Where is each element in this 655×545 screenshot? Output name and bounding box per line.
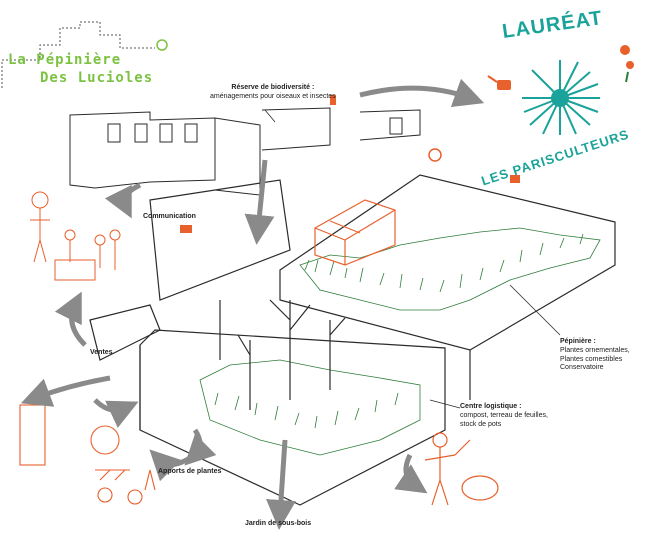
accent-flags [180,95,520,233]
label-logistique-title: Centre logistique : [460,403,522,410]
label-communication: Communication [143,213,196,222]
logo-line-1: La Pépinière [8,52,122,68]
pariculteurs-badge-emblem [522,60,600,135]
logo-house-outline [1,21,155,88]
logo-dot [156,39,168,51]
label-jardin-title: Jardin de sous-bois [245,520,312,527]
nursery-vegetation [199,227,601,456]
label-ventes: Ventes [90,349,113,358]
label-biodiversity-detail: aménagements pour oiseaux et insectes [210,92,336,100]
label-ventes-title: Ventes [90,349,113,356]
label-logistique: Centre logistique : compost, terreau de … [460,403,548,429]
leader-lines [264,109,561,409]
logo: La Pépinière Des Lucioles [8,52,153,86]
label-pepiniere-line3: Conservatoire [560,364,604,372]
label-biodiversity: Réserve de biodiversité : aménagements p… [210,84,336,102]
label-pepiniere-line1: Plantes ornementales, [560,346,630,354]
label-pepiniere: Pépinière : Plantes ornementales, Plante… [560,338,630,373]
badge-radish-icon [620,45,634,83]
label-apports-title: Apports de plantes [158,468,222,475]
label-pepiniere-line2: Plantes comestibles [560,355,623,363]
trees [219,299,346,410]
label-communication-title: Communication [143,213,196,220]
greenhouse [314,199,396,266]
label-pepiniere-title: Pépinière : [560,338,596,345]
badge-watering-can-icon [487,75,511,90]
label-logistique-line2: stock de pots [460,420,502,428]
label-jardin: Jardin de sous-bois [245,520,311,529]
label-apports: Apports de plantes [158,468,221,477]
flow-arrows [20,78,485,530]
logo-line-2: Des Lucioles [40,70,154,86]
label-biodiversity-title: Réserve de biodiversité : [231,84,315,91]
building-left [69,107,421,196]
gardener-figure [424,432,499,506]
planter-and-bike [19,404,156,505]
garden-plot-outline [89,174,616,506]
label-logistique-line1: compost, terreau de feuilles, [460,411,548,419]
sales-crowd [30,191,121,281]
